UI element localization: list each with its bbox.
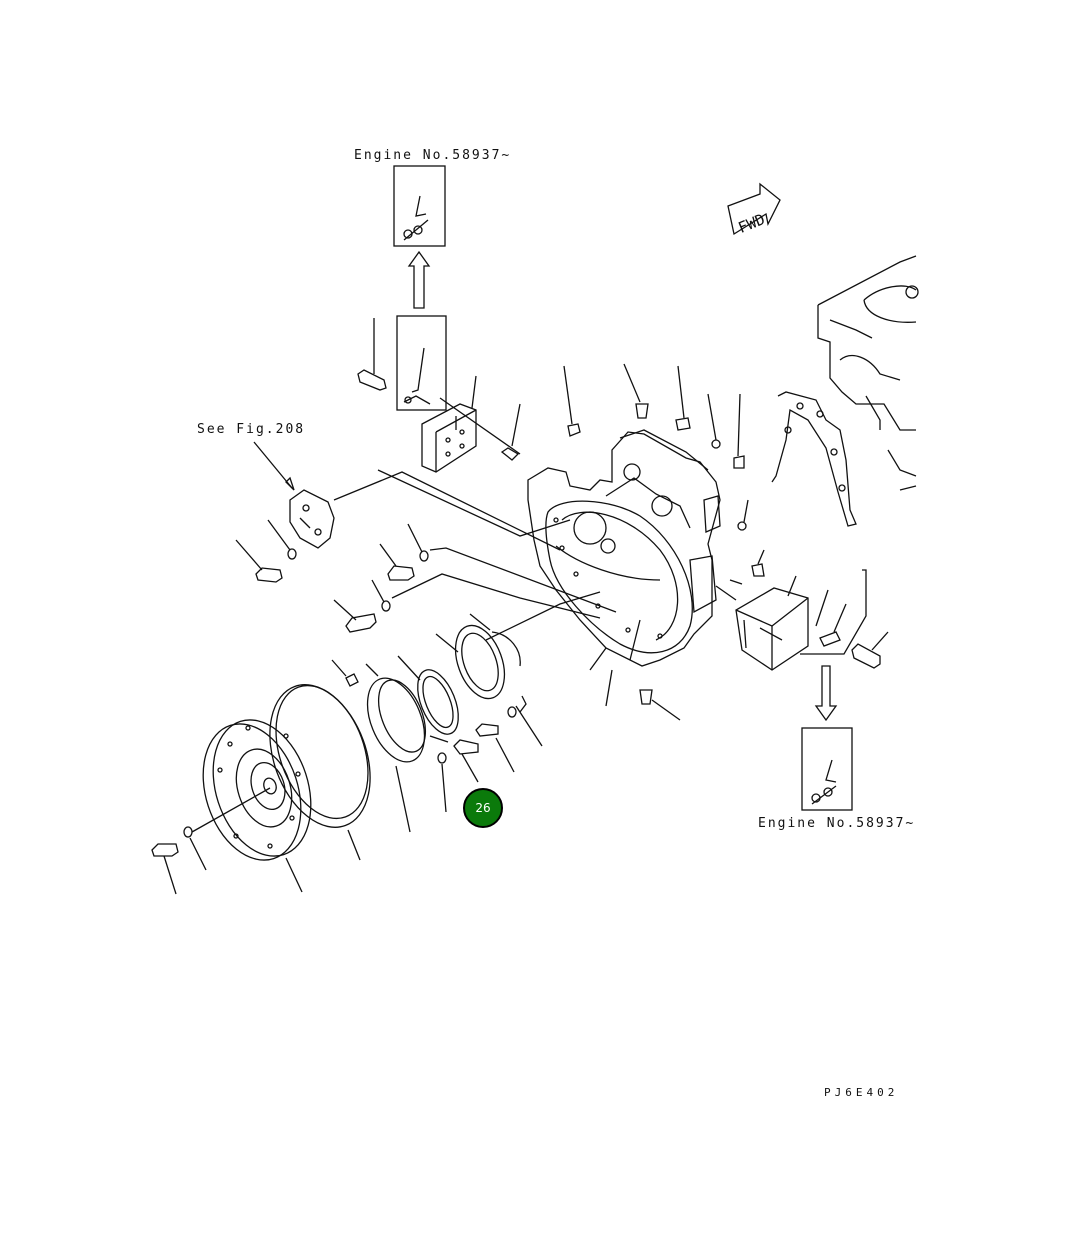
side-bracket xyxy=(715,569,889,671)
flywheel-housing xyxy=(527,429,721,671)
fwd-text: FWD xyxy=(736,210,768,237)
sleeve-ring xyxy=(397,655,459,735)
engine-number-label-bottom: Engine No.58937~ xyxy=(758,816,916,831)
oil-seal xyxy=(435,591,601,747)
up-arrow xyxy=(407,250,431,309)
bolts-left xyxy=(235,519,617,633)
see-fig-label: See Fig.208 xyxy=(197,422,306,437)
mounting-bracket xyxy=(421,375,477,473)
bearing-ring xyxy=(365,663,427,833)
leader-lines xyxy=(377,469,571,537)
rear-seal-gasket xyxy=(771,391,857,527)
flywheel xyxy=(191,719,312,893)
detail-box-middle xyxy=(396,315,447,411)
engine-block xyxy=(817,255,919,491)
small-bolts xyxy=(331,659,515,813)
engine-number-label-top: Engine No.58937~ xyxy=(354,148,512,163)
detail-box-bottom xyxy=(801,727,853,811)
bolt-top-left xyxy=(357,318,387,391)
cover-plate xyxy=(253,441,561,551)
part-callout-26[interactable]: 26 xyxy=(463,788,503,828)
flywheel-bolt xyxy=(151,826,207,895)
dowel-pin-upper xyxy=(439,397,521,461)
detail-box-top xyxy=(393,165,446,247)
part-callout-26-number: 26 xyxy=(475,801,491,815)
fwd-arrow-icon: FWD xyxy=(727,182,781,237)
drawing-code: PJ6E402 xyxy=(824,1086,899,1099)
housing-plugs xyxy=(563,363,765,721)
down-arrow xyxy=(814,665,838,722)
